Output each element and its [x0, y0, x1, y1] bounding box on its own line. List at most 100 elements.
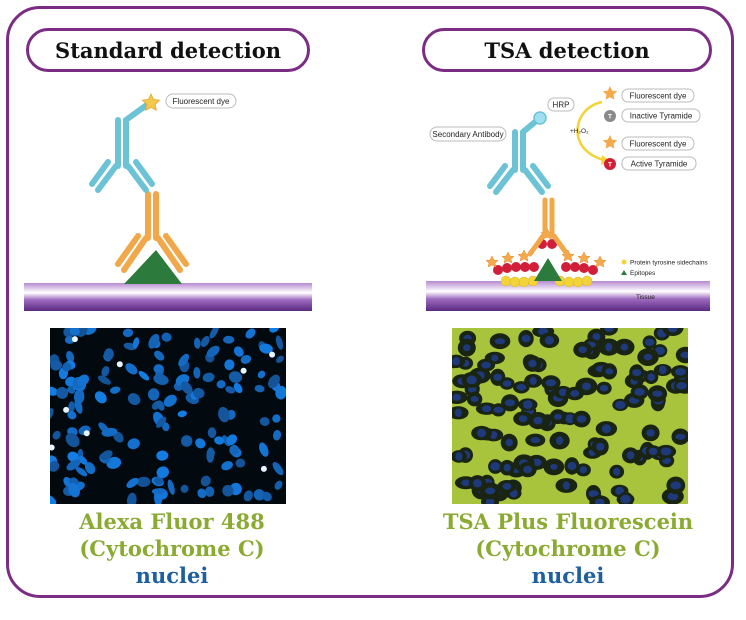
legend-active-tyramide-icon [604, 158, 616, 170]
nucleus-blue [223, 335, 235, 344]
left-epitope [124, 250, 182, 284]
nucleus-blue [68, 482, 80, 498]
nucleus-blue [502, 380, 512, 387]
fluorescent-dye-label: Fluorescent dye [173, 97, 230, 106]
tsa-detection-micrograph [452, 328, 688, 504]
nucleus-blue [463, 344, 471, 352]
nucleus-blue [75, 467, 88, 477]
bright-spot [83, 430, 90, 437]
left-dye-star [141, 93, 161, 111]
nucleus-blue [68, 401, 75, 413]
nucleus-blue [594, 498, 605, 504]
nucleus-blue [65, 433, 80, 448]
nucleus-blue [275, 385, 286, 400]
nucleus-blue [200, 475, 211, 487]
legend-active-tyramide: Active Tyramide [621, 156, 697, 171]
nucleus-blue [274, 480, 283, 490]
nucleus-blue [122, 328, 134, 338]
nucleus-blue [147, 388, 160, 401]
nucleus-blue [466, 375, 477, 385]
nucleus-blue [125, 363, 138, 375]
nucleus-blue [103, 348, 114, 361]
nucleus-blue [156, 400, 165, 411]
nucleus-blue [626, 451, 635, 460]
nucleus-blue [523, 465, 533, 474]
secondary-antibody-label: Secondary Antibody [432, 130, 503, 139]
nucleus-blue [670, 481, 682, 490]
nucleus-blue [52, 430, 61, 440]
nucleus-blue [647, 373, 655, 381]
nucleus-blue [644, 338, 655, 346]
nucleus-blue [485, 487, 496, 495]
nucleus-blue [136, 476, 151, 488]
nucleus-blue [225, 386, 236, 394]
nucleus-blue [504, 399, 516, 407]
bright-spot [50, 444, 55, 451]
nucleus-blue [62, 362, 72, 372]
nucleus-blue [73, 389, 85, 404]
nucleus-blue [529, 376, 537, 385]
nucleus-blue [516, 384, 527, 391]
nucleus-blue [77, 374, 90, 387]
nucleus-blue [476, 428, 487, 438]
nucleus-blue [101, 427, 118, 437]
nucleus-blue [599, 384, 609, 392]
nucleus-blue [193, 367, 201, 379]
nucleus-blue [592, 333, 601, 341]
bright-spot [71, 336, 78, 343]
nucleus-blue [235, 458, 246, 468]
nucleus-blue [613, 467, 621, 476]
standard-detection-micrograph [50, 328, 286, 504]
nucleus-blue [675, 433, 686, 440]
nucleus-blue [259, 343, 273, 354]
nucleus-blue [596, 442, 605, 451]
tsa-detection-title: TSA detection [422, 28, 712, 72]
nucleus-blue [667, 328, 678, 333]
left-membrane [24, 283, 312, 311]
bright-spot [260, 465, 267, 472]
nucleus-blue [578, 346, 587, 354]
left-primary-antibody [115, 191, 189, 273]
secondary-antibody-label-box: Secondary Antibody [429, 126, 507, 142]
nucleus-blue [530, 437, 541, 444]
nucleus-blue [132, 337, 140, 349]
nucleus-blue [67, 451, 79, 463]
nucleus-blue [177, 410, 187, 418]
nucleus-blue [485, 498, 495, 504]
nucleus-blue [502, 483, 512, 490]
right-secondary-antibody [487, 119, 551, 195]
nucleus-blue [615, 486, 624, 496]
nucleus-blue [50, 461, 60, 472]
nucleus-blue [50, 408, 54, 420]
nucleus-blue [544, 336, 555, 345]
nucleus-blue [226, 434, 238, 446]
protein-tyrosine-sidechains [500, 275, 593, 288]
nucleus-blue [156, 450, 169, 461]
nucleus-blue [455, 452, 463, 461]
nucleus-blue [84, 462, 96, 475]
caption-right-line3: nuclei [531, 563, 605, 588]
nucleus-blue [272, 462, 284, 476]
nucleus-blue [558, 388, 568, 397]
nucleus-blue [50, 386, 58, 396]
caption-left-line2: (Cytochrome C) [79, 536, 265, 561]
nucleus-blue [654, 346, 665, 355]
nucleus-blue [202, 372, 215, 383]
nucleus-blue [523, 400, 533, 410]
tissue-label: Tissue [636, 294, 655, 301]
nucleus-blue [178, 353, 190, 367]
nucleus-blue [675, 368, 686, 376]
standard-detection-caption: Alexa Fluor 488 (Cytochrome C) nuclei [7, 508, 337, 589]
nucleus-blue [66, 459, 81, 471]
nucleus-blue [545, 379, 557, 387]
right-epitope [534, 258, 562, 281]
reaction-arrowhead [601, 155, 610, 165]
nucleus-blue [216, 380, 226, 389]
nucleus-blue [100, 450, 113, 460]
legend-fluorescent-dye-2: Fluorescent dye [621, 136, 695, 151]
nucleus-blue [605, 342, 613, 352]
nucleus-blue [259, 442, 269, 457]
protein-sidechains-label: Protein tyrosine sidechains [630, 260, 708, 267]
nucleus-blue [94, 391, 107, 404]
bright-spot [240, 367, 247, 374]
